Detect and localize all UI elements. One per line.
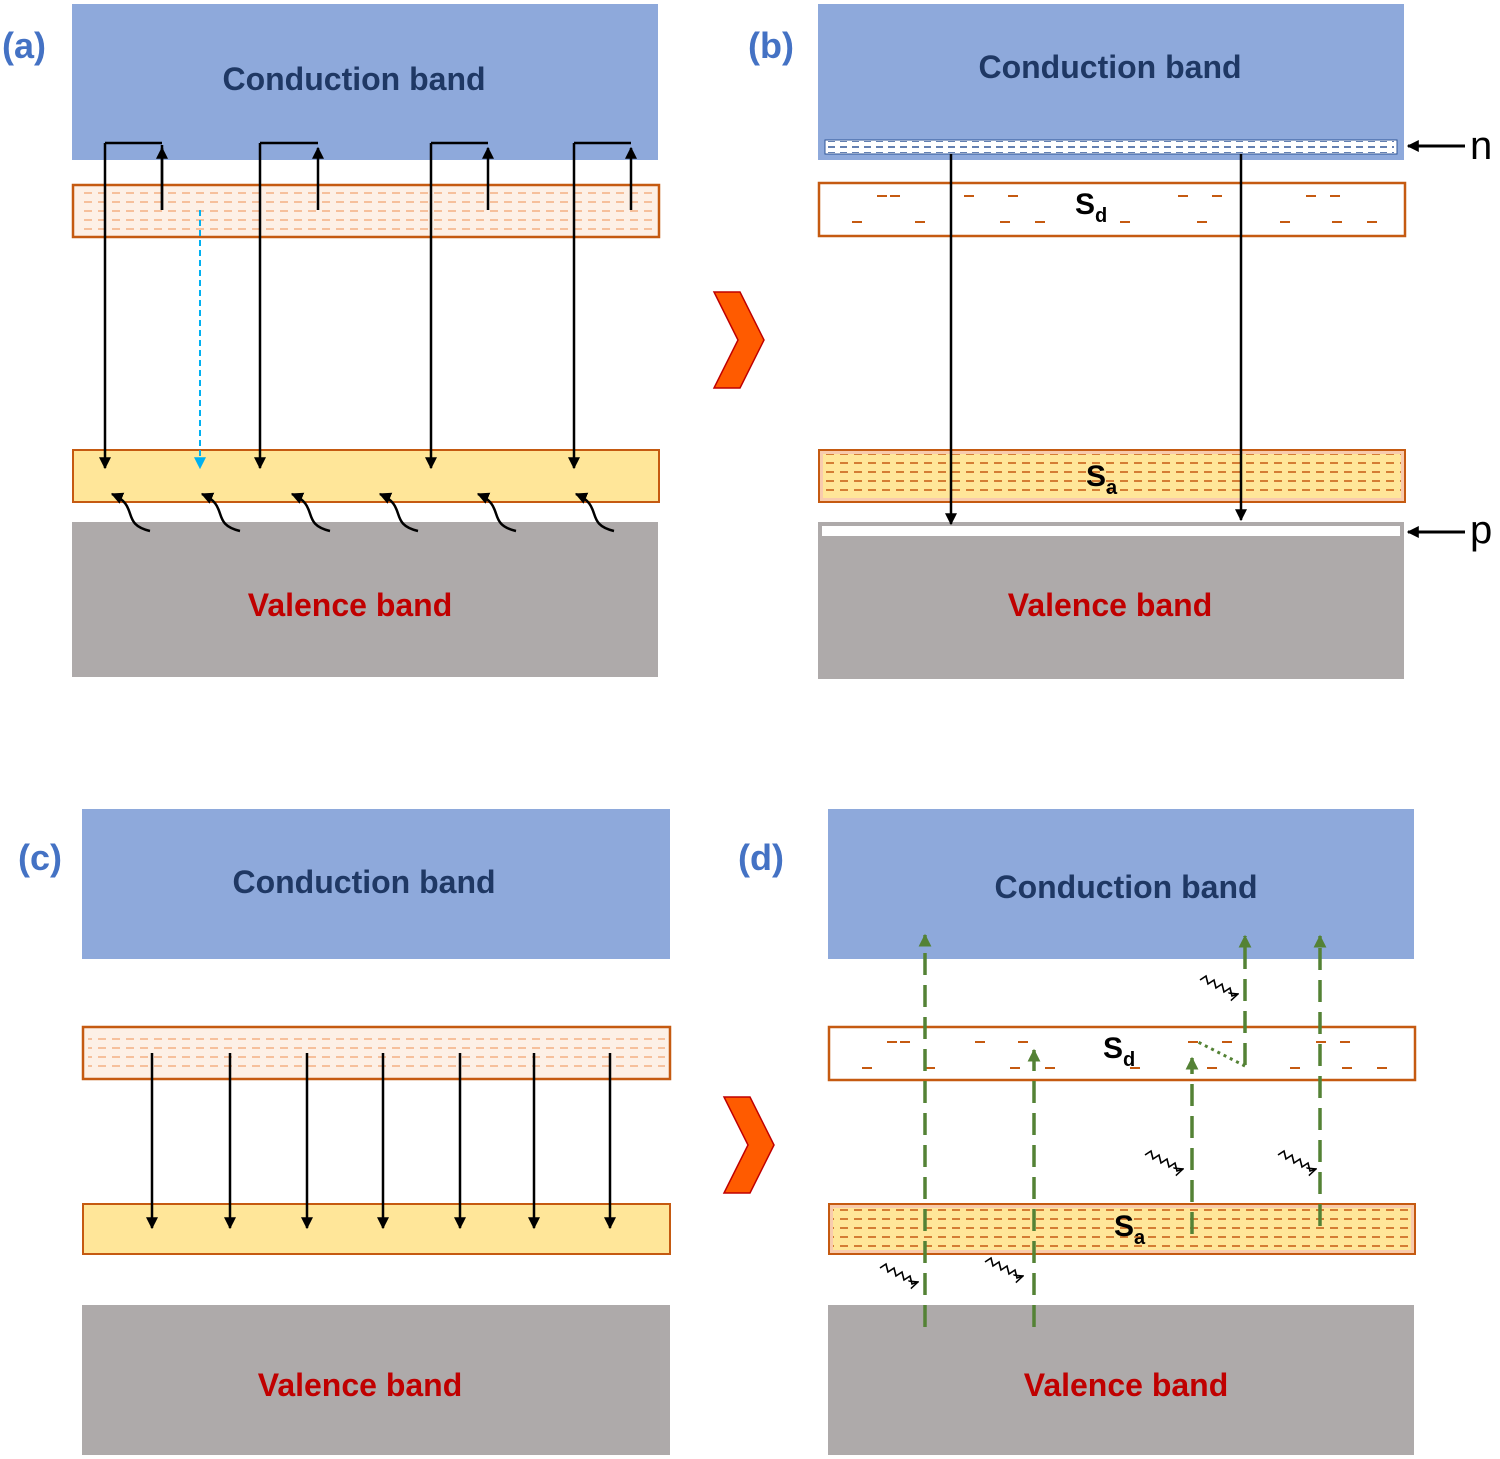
panel-c-donor-states xyxy=(88,1033,665,1073)
panel-d: (d) Conduction band Sd Sa Valence band xyxy=(738,809,1417,1455)
panel-b-label: (b) xyxy=(748,25,794,66)
panel-c-label: (c) xyxy=(18,837,62,878)
panel-a-valence-band xyxy=(72,522,658,677)
panel-b-donor-remaining-states xyxy=(852,195,1377,223)
panel-a-hole-capture-arrows xyxy=(110,492,615,533)
panel-b-conduction-band xyxy=(818,4,1404,160)
panel-d-label: (d) xyxy=(738,837,784,878)
panel-d-valence-label: Valence band xyxy=(1024,1367,1229,1403)
panel-a-acceptor-level xyxy=(72,449,660,503)
panel-c-valence-label: Valence band xyxy=(258,1367,463,1403)
panel-d-acceptor-states xyxy=(833,1208,1411,1250)
panel-b-hole-layer xyxy=(822,526,1400,536)
panel-b: (b) Conduction band n Sd Sa Valence band… xyxy=(748,4,1492,679)
panel-d-donor-label: Sd xyxy=(1103,1032,1135,1071)
panel-d-valence-band xyxy=(828,1305,1414,1455)
panel-b-conduction-label: Conduction band xyxy=(978,49,1241,85)
panel-a-conduction-band xyxy=(72,4,658,160)
panel-a-conduction-label: Conduction band xyxy=(222,61,485,97)
panel-a-transition-arrows xyxy=(99,141,637,470)
panel-b-donor-level xyxy=(817,181,1407,238)
panel-a-donor-states xyxy=(78,192,654,232)
panel-b-p-label: p xyxy=(1470,508,1492,552)
panel-b-acceptor-states xyxy=(823,454,1401,498)
panel-d-acceptor-label: Sa xyxy=(1114,1210,1146,1249)
panel-c-transition-arrows xyxy=(146,1053,616,1230)
panel-d-excitation-arrows xyxy=(918,933,1327,1327)
panel-c-to-d-chevron-icon xyxy=(722,1096,775,1194)
panel-c-conduction-label: Conduction band xyxy=(232,864,495,900)
panel-b-donor-label: Sd xyxy=(1075,188,1107,227)
panel-b-n-label: n xyxy=(1470,124,1492,168)
panel-a: (a) Conduction band Valence band xyxy=(2,4,661,677)
panel-c-conduction-band xyxy=(82,809,670,959)
panel-a-valence-label: Valence band xyxy=(248,587,453,623)
panel-b-recombination-arrows xyxy=(945,154,1247,526)
panel-d-conduction-label: Conduction band xyxy=(994,869,1257,905)
panel-c-acceptor-level xyxy=(82,1203,671,1255)
panel-d-photon-icons xyxy=(879,974,1316,1284)
panel-c: (c) Conduction band Valence band xyxy=(18,809,672,1455)
panel-a-to-b-chevron-icon xyxy=(712,291,765,389)
panel-a-label: (a) xyxy=(2,25,46,66)
panel-d-relaxation-dotted xyxy=(1197,1040,1246,1068)
panel-b-acceptor-label: Sa xyxy=(1086,460,1118,499)
panel-c-valence-band xyxy=(82,1305,670,1455)
panel-b-electron-states xyxy=(828,141,1394,153)
panel-b-valence-label: Valence band xyxy=(1008,587,1213,623)
panel-b-valence-band xyxy=(818,522,1404,679)
